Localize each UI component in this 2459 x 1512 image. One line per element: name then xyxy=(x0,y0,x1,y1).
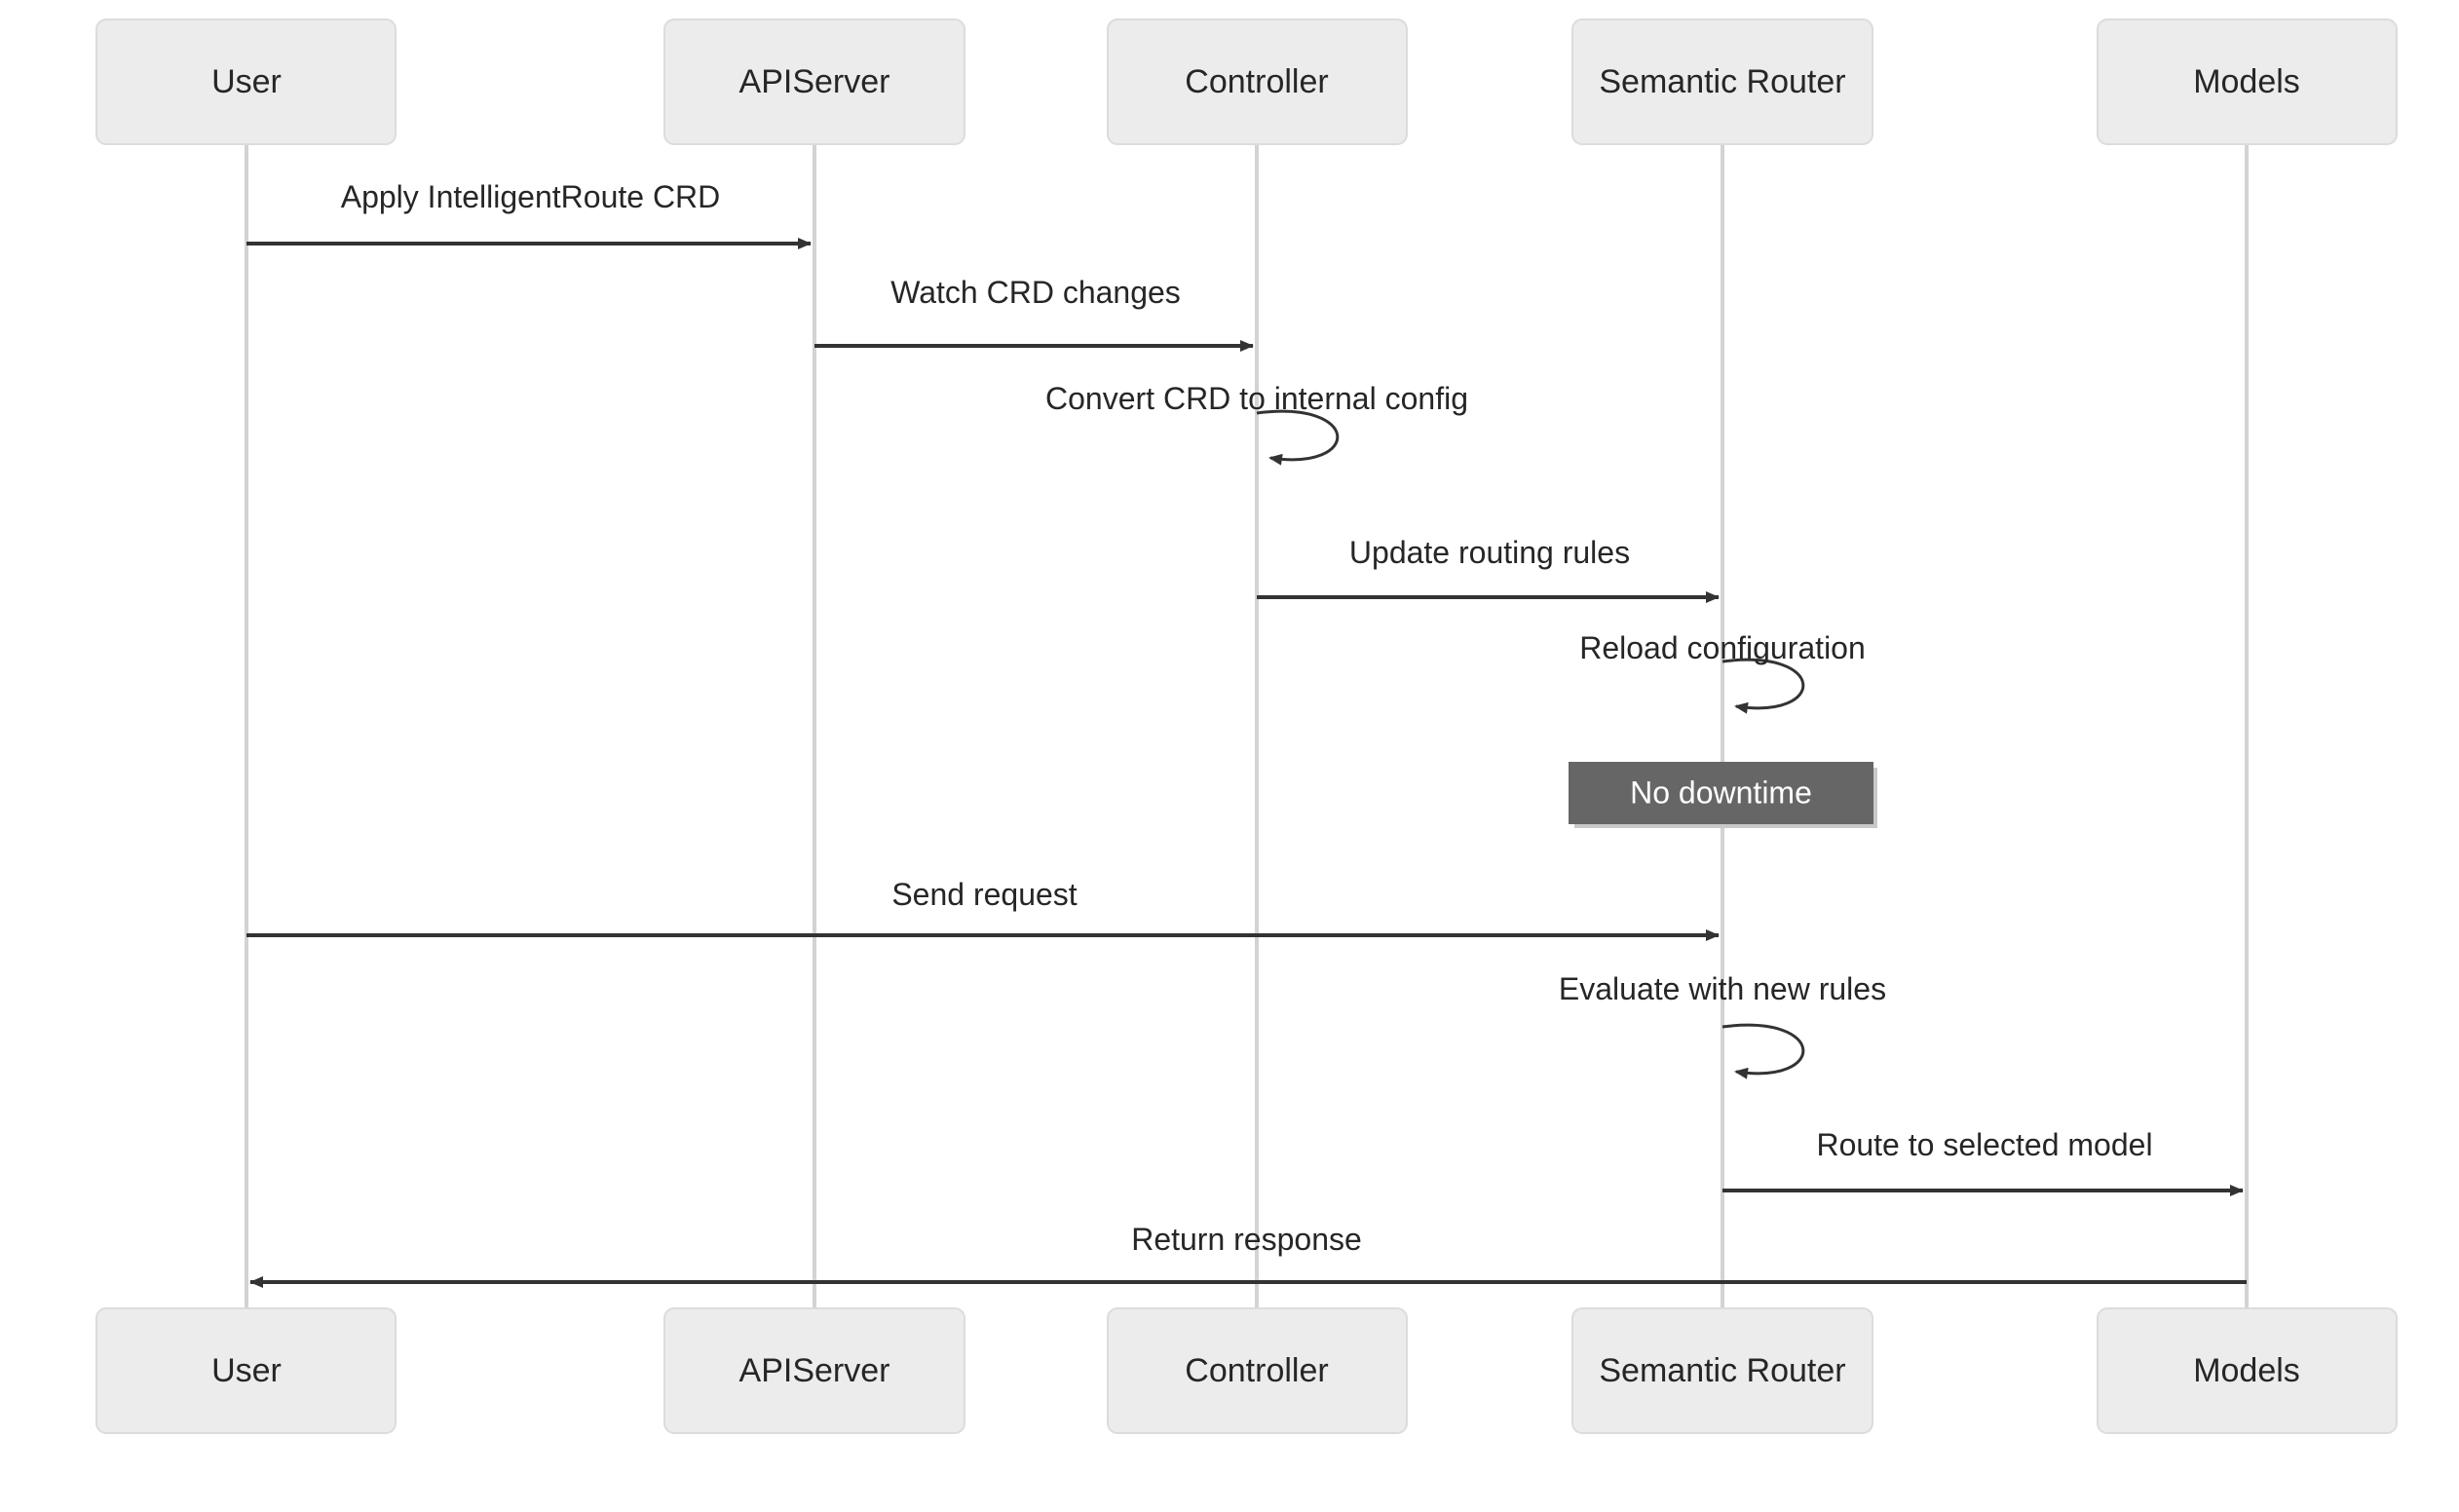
message-m9[interactable]: Return response xyxy=(249,1222,2247,1288)
actor-box-router-top xyxy=(1571,19,1873,145)
actor-ctrl-top[interactable]: Controller xyxy=(1107,19,1408,145)
actor-box-user-top xyxy=(95,19,397,145)
message-label-m3: Convert CRD to internal config xyxy=(1045,381,1468,416)
actor-box-ctrl-bottom xyxy=(1107,1307,1408,1434)
message-label-m9: Return response xyxy=(1131,1222,1362,1257)
actor-boxes-top: User APIServer Controller Semantic Router Mo… xyxy=(95,19,2398,145)
note-label-n1: No downtime xyxy=(1630,775,1812,810)
actor-api-bottom[interactable]: APIServer xyxy=(663,1307,965,1434)
note-n1: No downtime xyxy=(1569,762,1877,828)
actor-label-router-bottom: Semantic Router xyxy=(1599,1352,1845,1389)
actor-boxes-bottom: User APIServer Controller Semantic Router Mo… xyxy=(95,1307,2398,1434)
message-m3[interactable]: Convert CRD to internal config xyxy=(1045,381,1468,466)
actor-user-bottom[interactable]: User xyxy=(95,1307,397,1434)
actor-models-top[interactable]: Models xyxy=(2097,19,2398,145)
actor-box-api-top xyxy=(663,19,965,145)
actor-label-api-bottom: APIServer xyxy=(739,1352,890,1389)
actor-box-models-top xyxy=(2097,19,2398,145)
actor-box-models-bottom xyxy=(2097,1307,2398,1434)
message-m2[interactable]: Watch CRD changes xyxy=(814,275,1254,352)
message-m1[interactable]: Apply IntelligentRoute CRD xyxy=(246,179,812,249)
actor-label-user-top: User xyxy=(211,63,282,100)
actor-router-bottom[interactable]: Semantic Router xyxy=(1571,1307,1873,1434)
messages-group: Apply IntelligentRoute CRD Watch CRD chan… xyxy=(246,179,2247,1288)
actor-label-user-bottom: User xyxy=(211,1352,282,1389)
actor-label-api-top: APIServer xyxy=(739,63,890,100)
actor-label-ctrl-top: Controller xyxy=(1185,63,1328,100)
actor-api-top[interactable]: APIServer xyxy=(663,19,965,145)
message-label-m4: Update routing rules xyxy=(1349,535,1630,570)
actor-box-api-bottom xyxy=(663,1307,965,1434)
message-m6[interactable]: Send request xyxy=(246,877,1720,941)
message-self-loop-m5 xyxy=(1721,658,1805,714)
lifelines-group xyxy=(245,144,2249,1308)
message-self-loop-m7 xyxy=(1721,1023,1805,1079)
message-label-m2: Watch CRD changes xyxy=(890,275,1181,310)
message-m5[interactable]: Reload configuration xyxy=(1579,630,1866,714)
message-label-m1: Apply IntelligentRoute CRD xyxy=(341,179,721,214)
message-label-m7: Evaluate with new rules xyxy=(1559,971,1886,1006)
actor-ctrl-bottom[interactable]: Controller xyxy=(1107,1307,1408,1434)
actor-label-models-top: Models xyxy=(2193,63,2300,100)
notes-group: No downtime xyxy=(1569,762,1877,828)
message-label-m8: Route to selected model xyxy=(1816,1127,2152,1162)
actor-user-top[interactable]: User xyxy=(95,19,397,145)
message-m8[interactable]: Route to selected model xyxy=(1722,1127,2244,1196)
actor-router-top[interactable]: Semantic Router xyxy=(1571,19,1873,145)
actor-box-ctrl-top xyxy=(1107,19,1408,145)
message-m7[interactable]: Evaluate with new rules xyxy=(1559,971,1886,1079)
actor-label-router-top: Semantic Router xyxy=(1599,63,1845,100)
actor-models-bottom[interactable]: Models xyxy=(2097,1307,2398,1434)
message-label-m5: Reload configuration xyxy=(1579,630,1866,665)
message-self-loop-m3 xyxy=(1256,409,1340,466)
actor-box-router-bottom xyxy=(1571,1307,1873,1434)
message-label-m6: Send request xyxy=(891,877,1077,912)
note-box-n1 xyxy=(1569,762,1873,824)
actor-box-user-bottom xyxy=(95,1307,397,1434)
actor-label-models-bottom: Models xyxy=(2193,1352,2300,1389)
actor-label-ctrl-bottom: Controller xyxy=(1185,1352,1328,1389)
message-m4[interactable]: Update routing rules xyxy=(1257,535,1720,603)
